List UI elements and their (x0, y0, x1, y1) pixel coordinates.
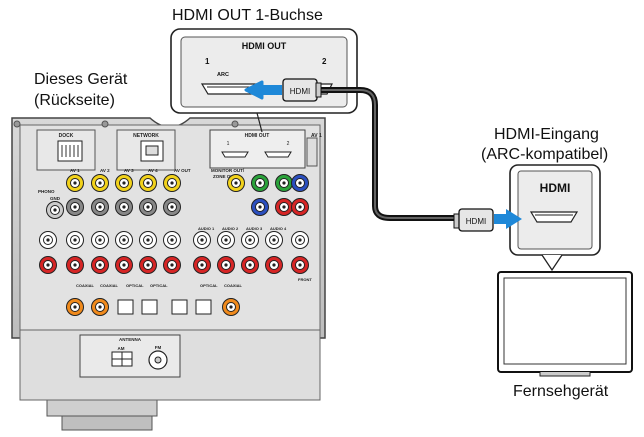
dock-port (36, 129, 96, 171)
fm-label: FM (155, 345, 162, 350)
antenna-label: ANTENNA (119, 337, 142, 342)
monitor-out-label: MONITOR OUT/ (211, 168, 245, 173)
hdmi-plug-tv (453, 208, 494, 232)
zoom-port2-label: 2 (322, 57, 327, 66)
av4-label: AV 4 (148, 168, 158, 173)
tv-hdmi-panel (509, 164, 601, 256)
optical-label-2: OPTICAL (150, 283, 168, 288)
plug-tv-label: HDMI (466, 217, 486, 226)
coaxial-label-3: COAXIAL (224, 283, 243, 288)
receiver-av1-side-label: AV 1 (311, 133, 322, 139)
tv-illustration (497, 271, 633, 377)
hdmi-out-jack-label: HDMI OUT 1-Buchse (172, 7, 323, 24)
phono-label: PHONO (38, 189, 55, 194)
av2-label: AV 2 (100, 168, 110, 173)
optical-label-3: OPTICAL (200, 283, 218, 288)
network-label: NETWORK (133, 133, 159, 139)
audio2-label: AUDIO 2 (222, 226, 239, 231)
receiver-hdmi-out-2-label: 2 (287, 141, 290, 147)
audio1-label: AUDIO 1 (198, 226, 215, 231)
audio3-label: AUDIO 3 (246, 226, 263, 231)
optical-jack (141, 299, 158, 315)
network-port (116, 129, 176, 171)
dock-label: DOCK (59, 133, 74, 139)
tv-label: Fernsehgerät (513, 383, 609, 400)
rca-jacks (39, 174, 309, 316)
device-side-label: (Rückseite) (34, 92, 115, 109)
receiver-hdmi-out (209, 129, 318, 169)
receiver-hdmi-out-label: HDMI OUT (245, 133, 270, 139)
plug-receiver-label: HDMI (290, 87, 310, 96)
device-label: Dieses Gerät (34, 71, 128, 88)
am-label: AM (118, 346, 125, 351)
coaxial-label-2: COAXIAL (100, 283, 119, 288)
zoom-port1-label: 1 (205, 57, 210, 66)
tv-input-arc-label: (ARC-kompatibel) (481, 146, 609, 163)
gnd-label: GND (50, 196, 61, 201)
zone-out-label: ZONE OUT (213, 174, 237, 179)
antenna-section (79, 334, 181, 378)
hdmi-cable (318, 87, 462, 221)
hdmi-plug-receiver (282, 78, 322, 102)
front-label: FRONT (298, 277, 312, 282)
optical-jack (195, 299, 212, 315)
coaxial-label-1: COAXIAL (76, 283, 95, 288)
zoom-arc-label: ARC (217, 72, 229, 78)
av1-label: AV 1 (70, 168, 80, 173)
av3-label: AV 3 (124, 168, 134, 173)
tv-input-label: HDMI-Eingang (494, 126, 599, 143)
zoom-hdmi-out-title: HDMI OUT (242, 41, 287, 51)
tv-hdmi-title: HDMI (540, 181, 571, 195)
optical-jack (117, 299, 134, 315)
av-out-label: AV OUT (174, 168, 191, 173)
optical-jack (171, 299, 188, 315)
optical-label-1: OPTICAL (126, 283, 144, 288)
arrow-to-tv-icon (506, 209, 522, 229)
receiver-hdmi-out-1-label: 1 (227, 141, 230, 147)
audio4-label: AUDIO 4 (270, 226, 287, 231)
